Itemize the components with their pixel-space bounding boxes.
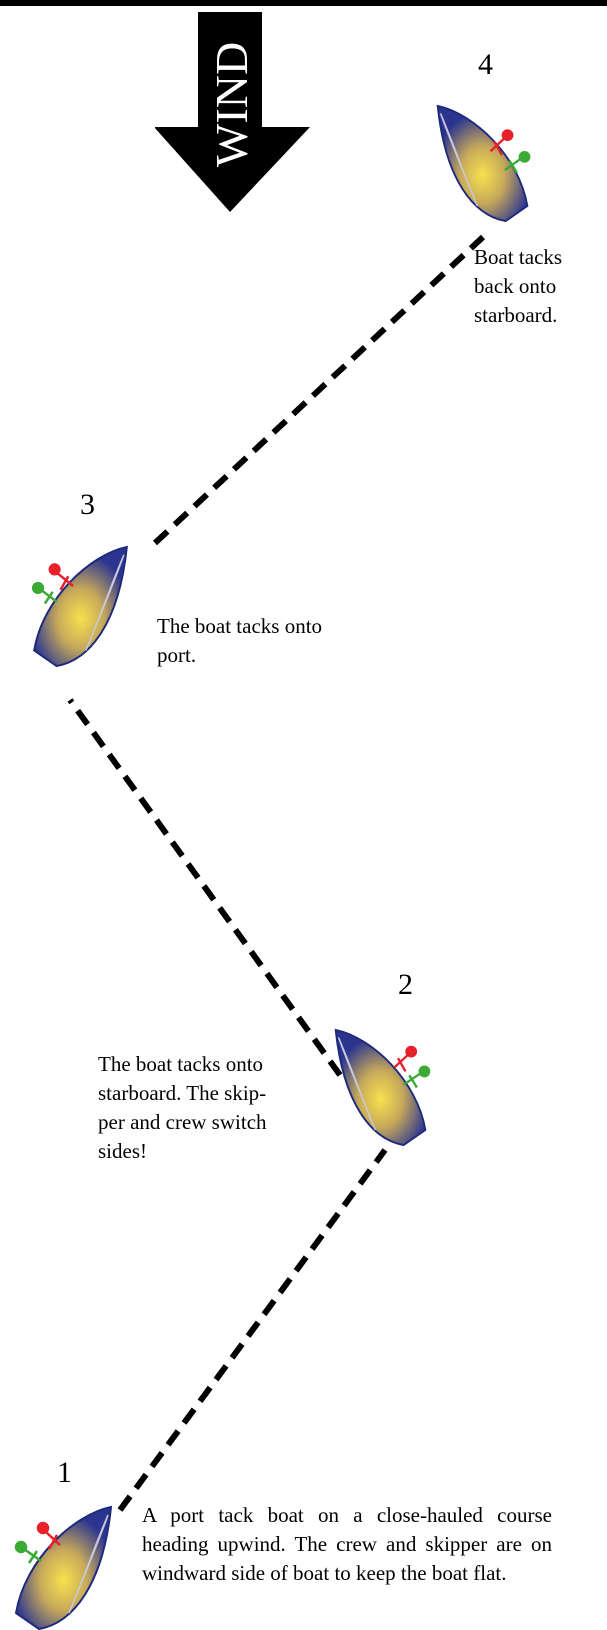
- step-number-2: 2: [398, 968, 413, 1001]
- skipper-2: [393, 1045, 418, 1073]
- step-caption-4-line-1: Boat tacks: [474, 245, 563, 269]
- step-caption-4-line-3: starboard.: [474, 303, 558, 327]
- step-caption-3-line-2: port.: [157, 643, 197, 667]
- boat-1: [14, 1505, 118, 1630]
- step-caption-4-line-2: back onto: [474, 274, 557, 298]
- wind-label: WIND: [206, 42, 257, 167]
- step-caption-2-line-2: starboard. The skip-: [98, 1081, 267, 1105]
- wind-arrow: WIND: [155, 12, 310, 212]
- step-caption-2-line-3: per and crew switch: [98, 1110, 267, 1134]
- crew-4: [504, 150, 531, 174]
- top-border: [0, 0, 607, 6]
- step-number-3: 3: [80, 488, 95, 521]
- step-caption-2: The boat tacks onto starboard. The skip-…: [98, 1050, 313, 1166]
- boat-3: [31, 545, 132, 667]
- step-caption-4: Boat tacks back onto starboard.: [474, 243, 604, 330]
- boat-4: [432, 104, 531, 222]
- step-number-4: 4: [478, 48, 493, 81]
- course-leg-1-2: [117, 1148, 388, 1512]
- course-leg-3-4: [152, 234, 486, 546]
- step-caption-3-line-1: The boat tacks onto: [157, 614, 323, 638]
- skipper-3: [48, 563, 74, 591]
- step-caption-1: A port tack boat on a close-hauled cours…: [142, 1503, 552, 1585]
- crew-2: [403, 1065, 431, 1089]
- crew-3: [31, 581, 58, 605]
- step-caption-3: The boat tacks onto port.: [157, 612, 397, 670]
- skipper-4: [489, 129, 514, 156]
- step-caption-2-line-4: sides!: [98, 1139, 147, 1163]
- step-caption-2-line-1: The boat tacks onto: [98, 1052, 264, 1076]
- crew-1: [14, 1540, 42, 1564]
- course-leg-2-3: [67, 698, 343, 1077]
- step-number-1: 1: [57, 1456, 72, 1489]
- boat-2: [331, 1028, 431, 1146]
- skipper-1: [36, 1521, 61, 1550]
